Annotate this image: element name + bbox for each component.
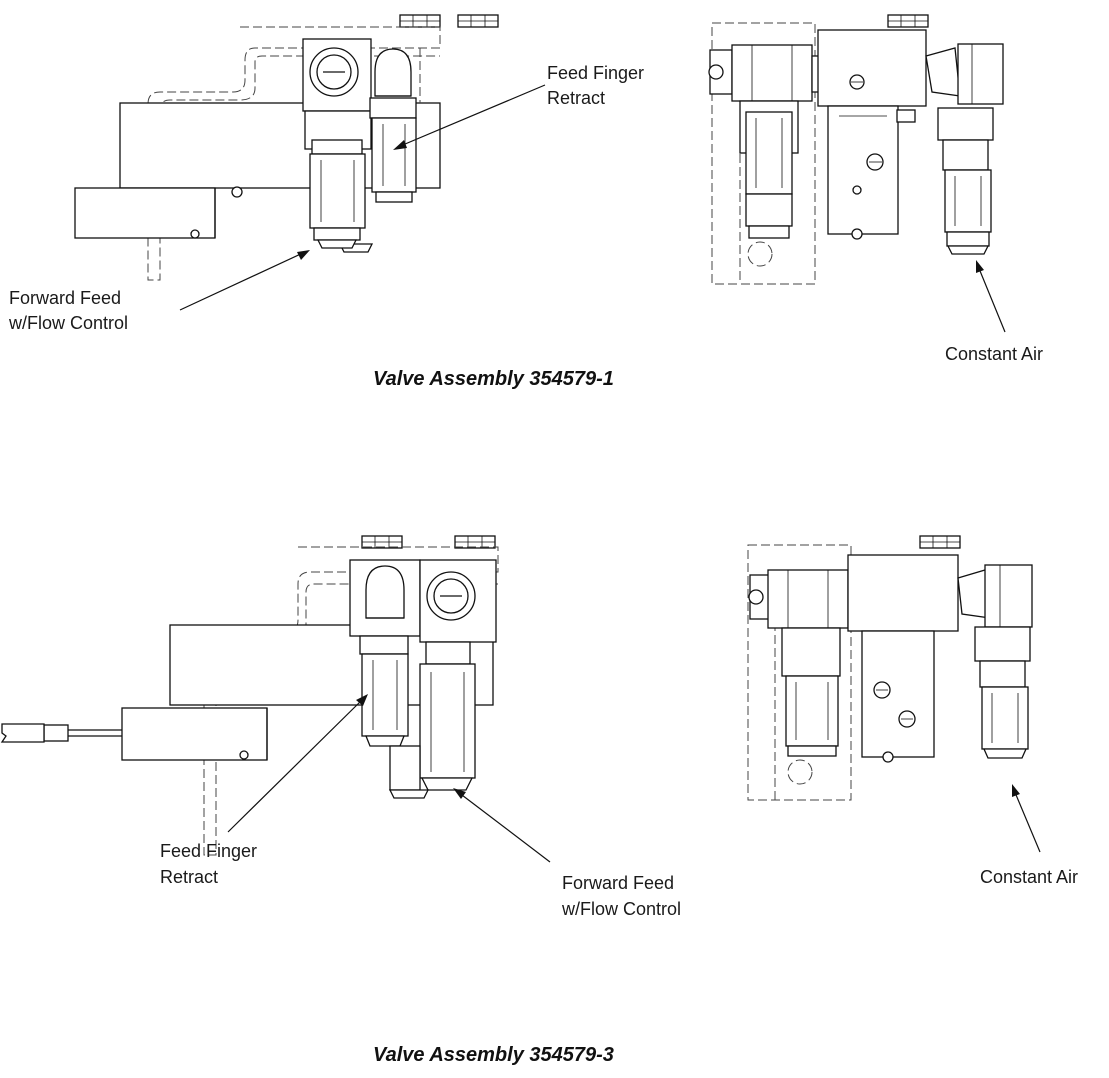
label-forward-feed-line2: w/Flow Control <box>561 899 681 919</box>
assembly-1-labels: Feed Finger Retract Forward Feed w/Flow … <box>8 63 1043 390</box>
mounting-nut <box>399 14 441 28</box>
assembly-1-left-view <box>74 14 499 281</box>
mounting-nut <box>887 14 929 28</box>
mounting-nut <box>919 535 961 549</box>
mounting-nut <box>454 535 496 549</box>
solenoid-valve-body <box>817 29 927 107</box>
solenoid-valve-body <box>847 554 959 632</box>
label-forward-feed-line2: w/Flow Control <box>8 313 128 333</box>
exhaust-dome <box>365 565 405 619</box>
solenoid-coil <box>74 187 216 239</box>
constant-air-fitting <box>944 169 992 233</box>
forward-feed-fitting <box>309 153 366 229</box>
assembly-3-labels: Feed Finger Retract Forward Feed w/Flow … <box>160 841 1078 1066</box>
assembly-3-right-view <box>747 535 1033 801</box>
caption-valve-assembly-3: Valve Assembly 354579-3 <box>373 1044 614 1066</box>
label-constant-air: Constant Air <box>980 867 1078 887</box>
electrical-connector <box>0 723 45 743</box>
label-feed-finger-line2: Retract <box>160 867 218 887</box>
constant-air-fitting <box>981 686 1029 750</box>
label-feed-finger-line2: Retract <box>547 88 605 108</box>
label-feed-finger-line1: Feed Finger <box>160 841 257 861</box>
feed-finger-fitting <box>361 653 409 737</box>
assembly-1-leaders <box>179 84 1006 333</box>
mounting-nut <box>361 535 403 549</box>
label-constant-air: Constant Air <box>945 344 1043 364</box>
label-forward-feed-line1: Forward Feed <box>9 288 121 308</box>
label-feed-finger-line1: Feed Finger <box>547 63 644 83</box>
assembly-3-leaders <box>227 694 1041 863</box>
feed-finger-fitting <box>371 117 417 193</box>
mounting-nut <box>457 14 499 28</box>
exhaust-dome <box>374 48 412 97</box>
assembly-3-left-view <box>0 535 499 856</box>
label-forward-feed-line1: Forward Feed <box>562 873 674 893</box>
forward-feed-fitting <box>419 663 476 779</box>
assembly-1-right-view <box>708 14 1004 285</box>
caption-valve-assembly-1: Valve Assembly 354579-1 <box>373 368 614 390</box>
